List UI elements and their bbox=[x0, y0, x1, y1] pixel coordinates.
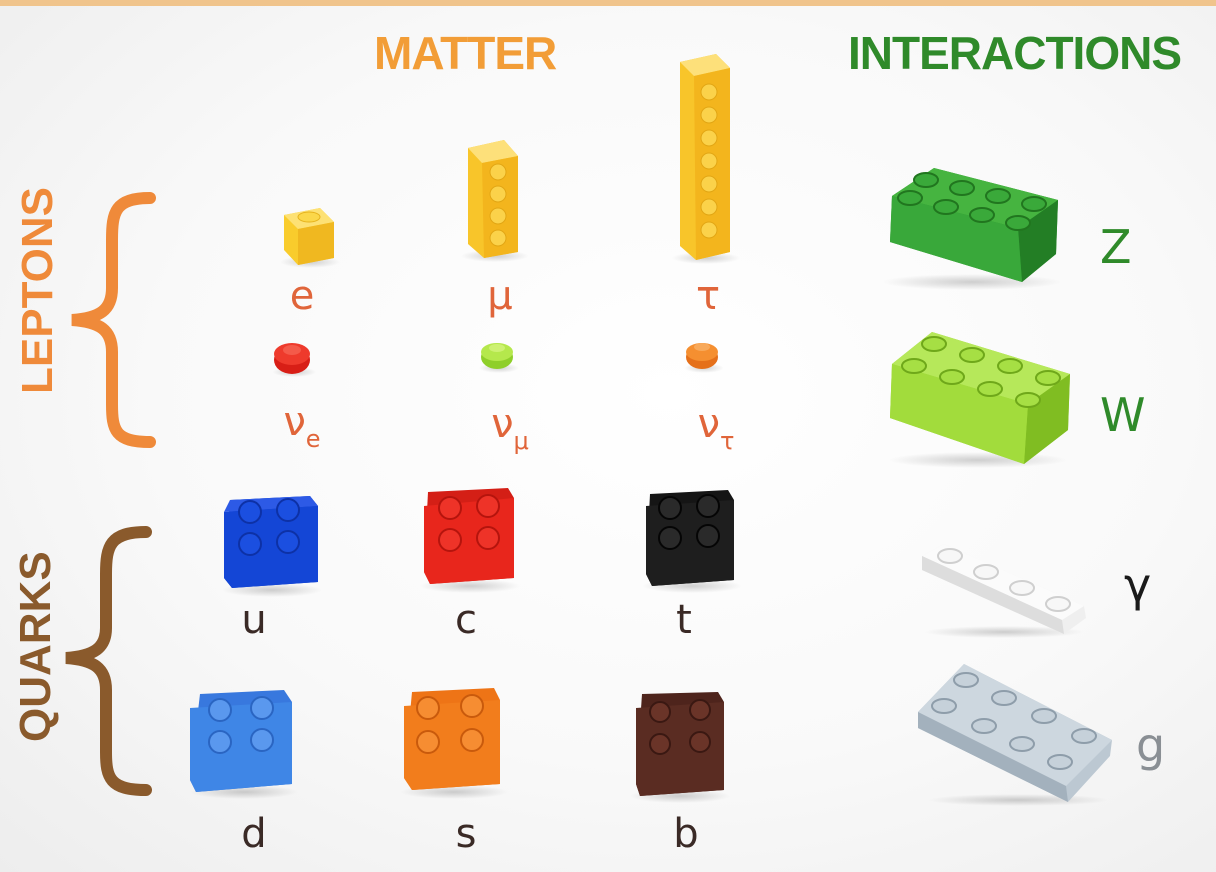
s-quark-label: s bbox=[455, 811, 477, 857]
gluon-label: g bbox=[1136, 718, 1166, 772]
nu-e-label: νe bbox=[262, 400, 342, 461]
tau-label: τ bbox=[695, 273, 721, 319]
c-quark-label: c bbox=[455, 597, 477, 643]
b-quark-label: b bbox=[673, 811, 699, 857]
quarks-brace bbox=[65, 526, 152, 796]
d-quark-label: d bbox=[241, 811, 267, 857]
nu-e-sub: e bbox=[305, 425, 321, 453]
d-brick bbox=[190, 690, 298, 799]
nu-e-plate bbox=[272, 343, 316, 377]
quarks-label: QUARKS bbox=[11, 551, 60, 742]
nu-tau-sub: τ bbox=[719, 427, 735, 455]
c-brick bbox=[420, 488, 520, 593]
photon-label: γ bbox=[1124, 558, 1152, 612]
muon-label: μ bbox=[487, 273, 513, 319]
t-quark-label: t bbox=[676, 597, 692, 643]
nu-mu-label: νμ bbox=[470, 402, 550, 463]
tau-brick bbox=[672, 54, 740, 264]
nu-mu-plate bbox=[479, 343, 519, 373]
z-brick bbox=[882, 168, 1062, 290]
nu-tau-base: ν bbox=[697, 401, 720, 447]
nu-tau-label: ντ bbox=[676, 402, 756, 463]
gluon-plate bbox=[918, 664, 1112, 806]
leptons-label: LEPTONS bbox=[13, 186, 62, 394]
u-quark-label: u bbox=[241, 597, 267, 643]
nu-mu-base: ν bbox=[491, 401, 514, 447]
b-brick bbox=[630, 692, 730, 803]
u-brick bbox=[222, 496, 322, 597]
nu-tau-plate bbox=[684, 343, 724, 373]
top-border bbox=[0, 0, 1216, 6]
matter-header: MATTER bbox=[374, 27, 557, 79]
s-brick bbox=[400, 688, 508, 799]
interactions-header: INTERACTIONS bbox=[848, 27, 1182, 79]
t-brick bbox=[642, 490, 742, 593]
z-boson-label: Z bbox=[1100, 220, 1132, 274]
electron-label: e bbox=[289, 273, 315, 319]
electron-brick bbox=[280, 208, 340, 268]
muon-brick bbox=[461, 140, 529, 262]
gamma-plate bbox=[922, 544, 1086, 638]
nu-e-base: ν bbox=[283, 399, 306, 445]
w-brick bbox=[888, 332, 1070, 468]
w-boson-label: W bbox=[1100, 388, 1146, 442]
leptons-brace bbox=[71, 192, 156, 448]
nu-mu-sub: μ bbox=[513, 427, 529, 455]
